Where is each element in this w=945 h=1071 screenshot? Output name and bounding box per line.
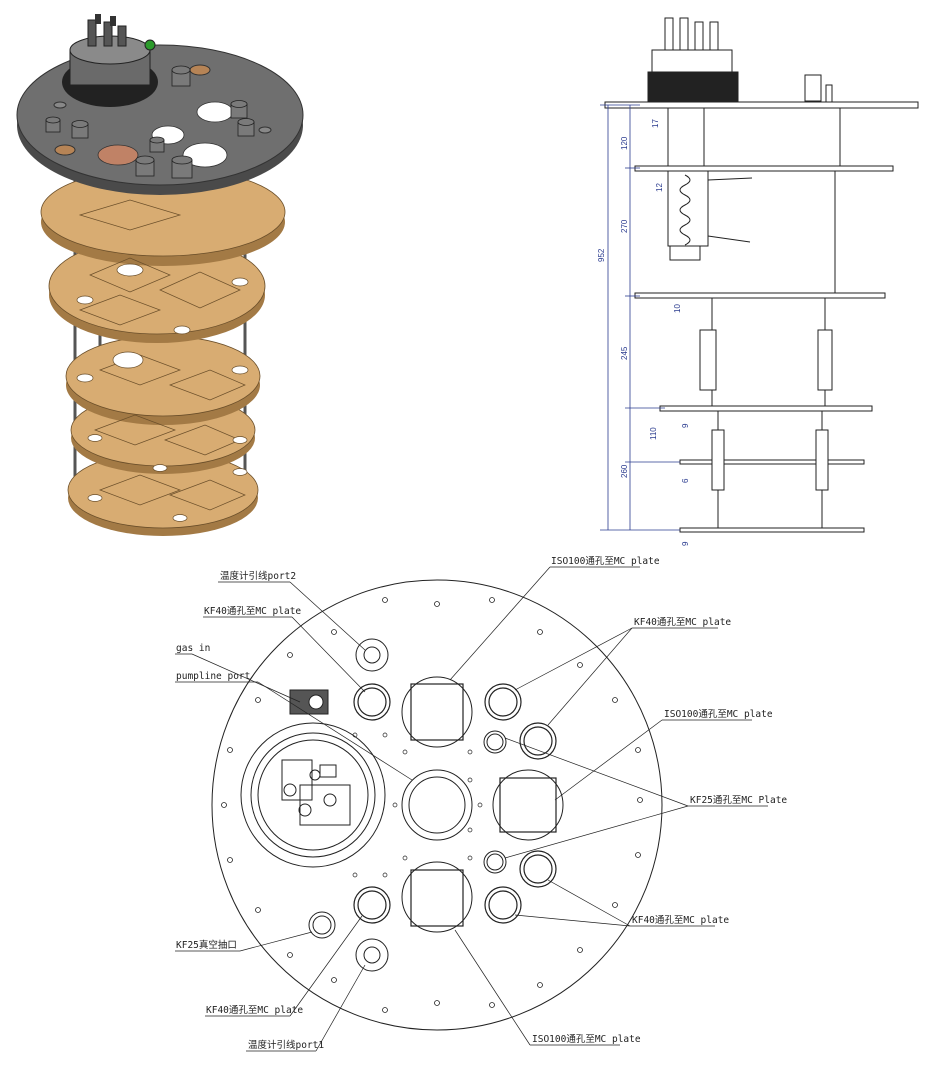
cryostat-head [62, 14, 158, 107]
side-dimension-lines [600, 104, 680, 531]
dim-110: 110 [649, 427, 658, 440]
label-thermo-port1: 温度计引线port1 [248, 1039, 324, 1051]
tan-plate-3 [65, 335, 261, 425]
label-kf40-right-bottom: KF40通孔至MC plate [632, 915, 729, 926]
label-iso100-top: ISO100通孔至MC plate [551, 556, 660, 567]
cups [45, 65, 255, 179]
cryostat-flange [240, 722, 386, 868]
side-plate-3 [634, 292, 886, 299]
dim-120: 120 [620, 136, 629, 150]
label-iso100-bottom: ISO100通孔至MC plate [532, 1034, 641, 1045]
dim-12: 12 [655, 183, 664, 192]
label-kf25-vacuum: KF25真空抽口 [176, 939, 237, 951]
iso100-port-top [401, 676, 473, 748]
dim-952: 952 [597, 248, 606, 262]
label-thermo-port2: 温度计引线port2 [220, 570, 296, 582]
top-view-labels: 温度计引线port2 KF40通孔至MC plate gas in pumpli… [176, 556, 787, 1051]
interior-holes [352, 732, 483, 878]
label-kf40-top: KF40通孔至MC plate [204, 606, 301, 617]
dim-270: 270 [620, 219, 629, 233]
side-plate-4 [659, 405, 873, 412]
side-view [604, 17, 919, 533]
kf40-ports [353, 683, 557, 924]
tan-plate-1 [40, 167, 286, 266]
label-pumpline: pumpline port [176, 671, 250, 682]
dim-260: 260 [620, 464, 629, 478]
iso100-port-bottom [401, 861, 473, 933]
dim-17: 17 [651, 119, 660, 128]
label-kf25-right: KF25通孔至MC Plate [690, 795, 787, 806]
side-plate-2 [634, 165, 894, 172]
top-view [211, 579, 663, 1031]
dim-245: 245 [620, 346, 629, 360]
iso100-port-right [492, 769, 564, 841]
kf25-ports [308, 730, 507, 939]
isometric-view [16, 14, 304, 536]
tan-plate-holes [76, 263, 249, 522]
central-port [401, 769, 473, 841]
dim-6: 6 [681, 478, 690, 483]
tan-plate-features [78, 199, 246, 511]
leader-lines [175, 566, 768, 1052]
label-iso100-right: ISO100通孔至MC plate [664, 709, 773, 720]
label-gas-in: gas in [176, 643, 210, 654]
side-dimension-texts: 120 270 245 110 260 952 17 12 10 9 6 9 [597, 119, 690, 546]
label-kf40-right-top: KF40通孔至MC plate [634, 617, 731, 628]
side-top-plate [604, 101, 919, 109]
dim-9a: 9 [681, 423, 690, 428]
rim-bolt-holes [221, 597, 643, 1013]
thermometer-ports [355, 638, 389, 972]
side-plate-6 [679, 527, 865, 533]
label-kf40-bottom: KF40通孔至MC plate [206, 1005, 303, 1016]
gas-in-fitting [289, 689, 329, 715]
dim-10: 10 [673, 304, 682, 313]
tan-plate-5 [67, 451, 259, 536]
side-plate-5 [679, 459, 865, 465]
dim-9b: 9 [681, 541, 690, 546]
